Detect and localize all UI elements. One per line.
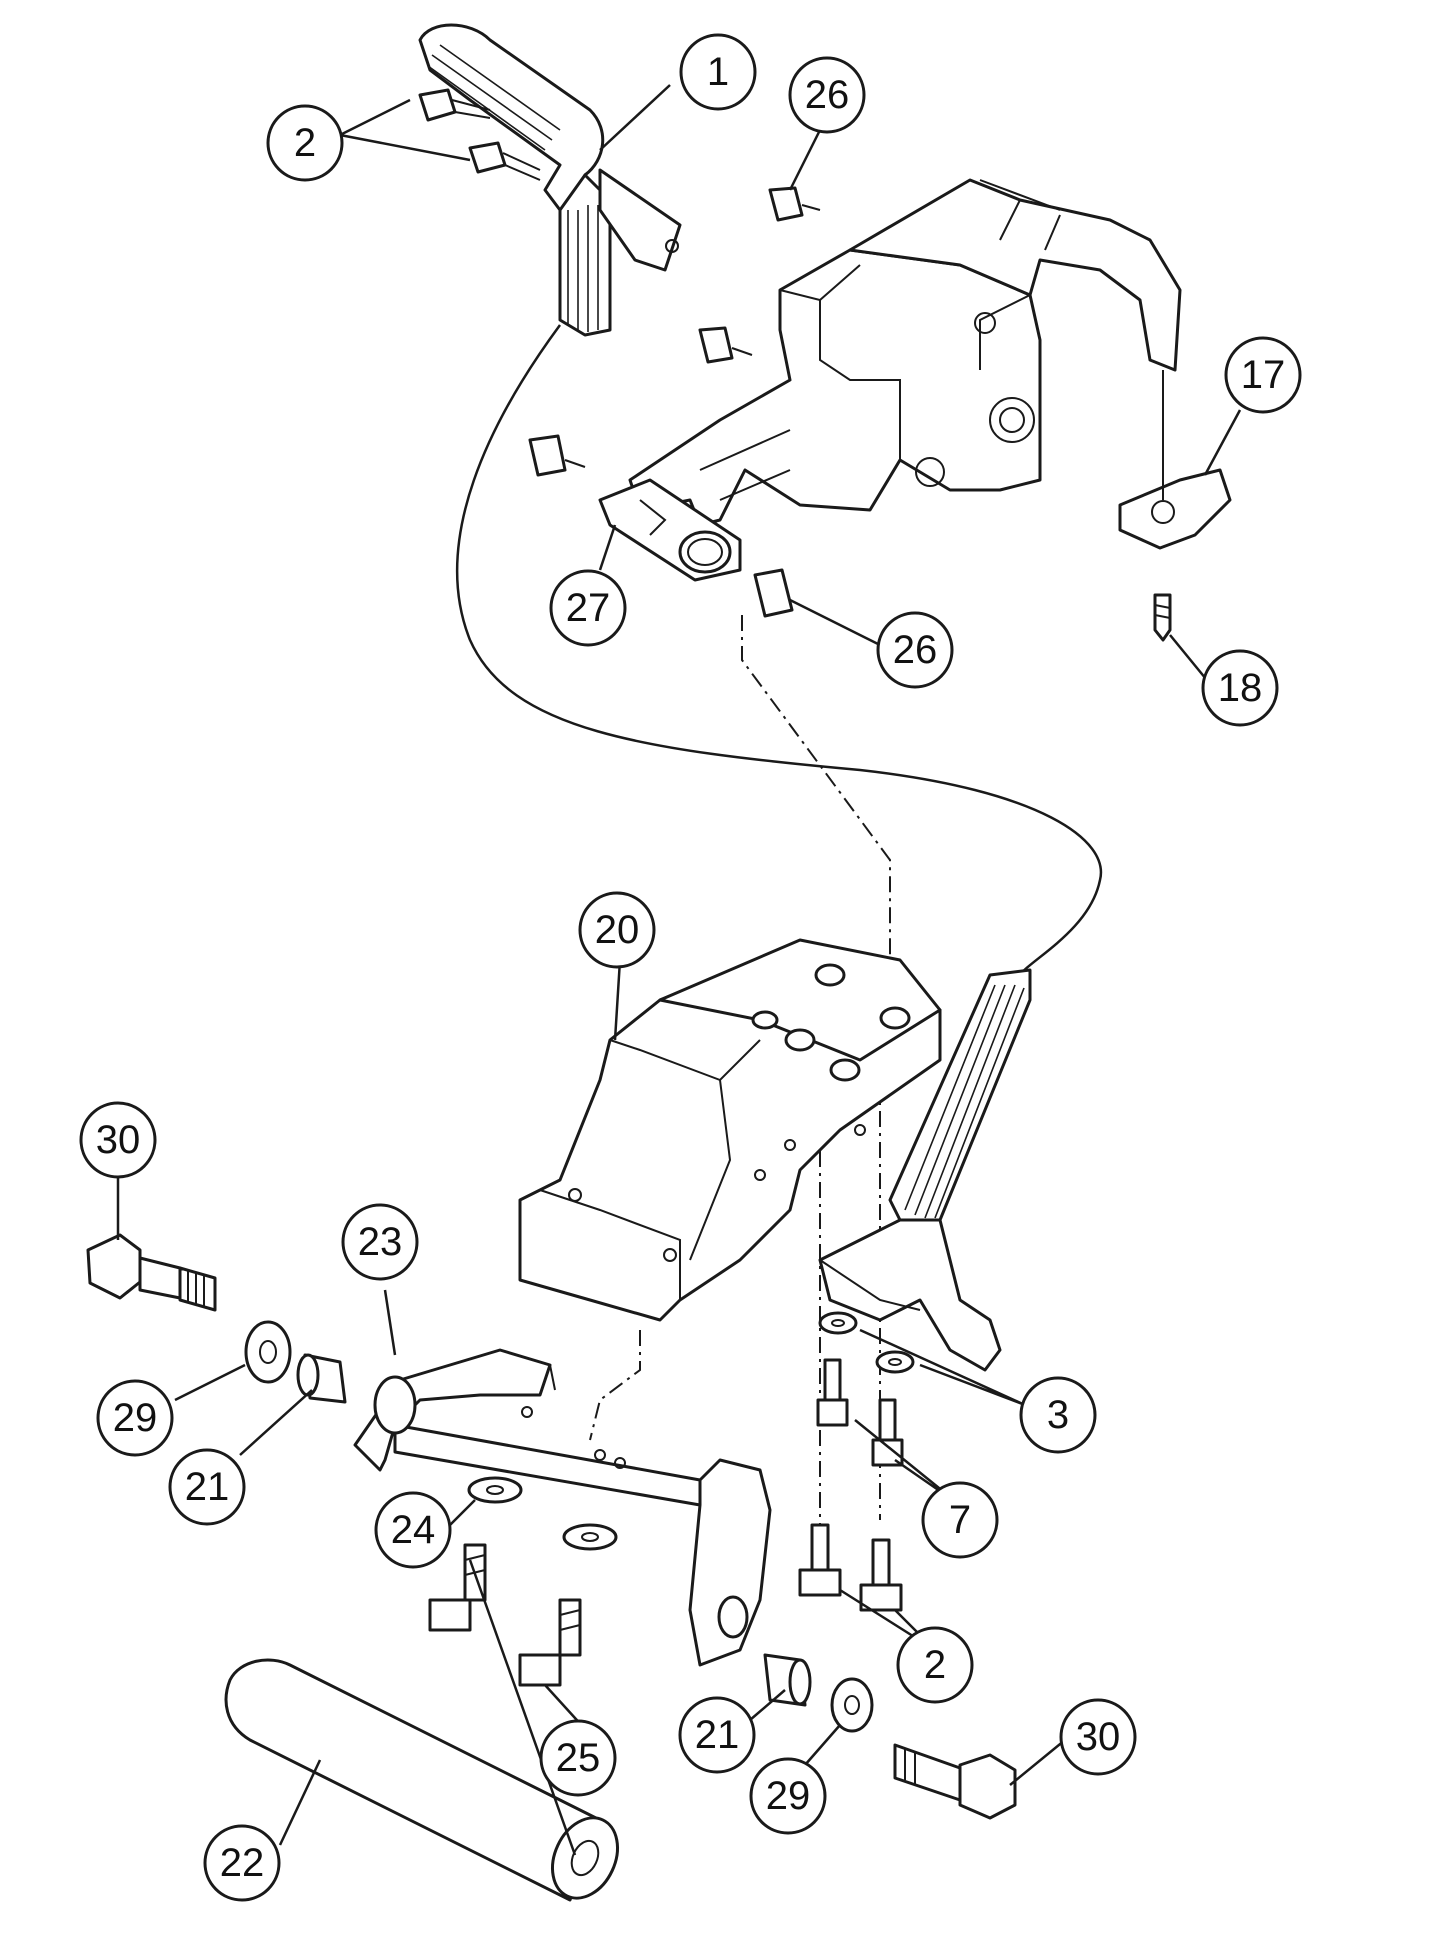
callout-label: 17 [1241,353,1286,397]
callout-29-left: 29 [96,1379,174,1457]
callout-29-right: 29 [749,1757,827,1835]
callout-label: 2 [294,121,316,165]
callout-27: 27 [549,569,627,647]
bolts-part-2-lower [798,1523,903,1612]
washer-part-24 [467,1476,618,1551]
callout-20: 20 [578,891,656,969]
bushings-part-26 [528,186,821,618]
callout-label: 18 [1218,666,1263,710]
washer-part-29-right [830,1677,874,1733]
crossbar-part-23 [353,1348,772,1667]
callout-label: 25 [556,1736,601,1780]
bolt-part-30-right [893,1743,1017,1820]
callout-label: 1 [707,50,729,94]
callout-label: 7 [949,1498,971,1542]
main-housing [628,178,1182,527]
lower-handle [818,968,1032,1372]
callout-label: 24 [391,1508,436,1552]
callout-label: 29 [113,1396,158,1440]
grip-tube-part-22 [224,1559,619,1902]
cable-curve [455,324,1103,976]
tube-part-27 [598,478,742,582]
bracket-part-17 [1118,370,1232,550]
screws-part-25 [428,1543,582,1687]
callout-label: 30 [96,1118,141,1162]
axis-line-a [741,615,891,980]
callout-label: 3 [1047,1393,1069,1437]
washer-part-29-left [244,1320,292,1384]
callout-label: 26 [893,628,938,672]
callout-22: 22 [203,1824,281,1902]
axis-line-d [589,1330,641,1441]
callout-7: 7 [921,1481,999,1559]
callout-26-top: 26 [788,56,866,134]
callout-3: 3 [1019,1376,1097,1454]
washers-part-3 [818,1311,915,1374]
callout-label: 21 [185,1465,230,1509]
callout-21-left: 21 [168,1448,246,1526]
callout-24: 24 [374,1491,452,1569]
bushing-part-21-right [763,1653,812,1707]
callout-label: 27 [566,586,611,630]
callout-label: 2 [924,1643,946,1687]
callout-21-right: 21 [678,1696,756,1774]
callout-label: 20 [595,908,640,952]
bolts-part-2-top [418,88,541,181]
callout-25: 25 [539,1719,617,1797]
callout-label: 22 [220,1841,265,1885]
callout-30-left: 30 [79,1101,157,1179]
callout-23: 23 [341,1203,419,1281]
leader-lines [116,84,1242,1846]
top-handle-part-1 [418,23,682,337]
callout-label: 29 [766,1774,811,1818]
callout-17: 17 [1224,336,1302,414]
screw-part-18 [1153,593,1172,642]
callout-1: 1 [679,33,757,111]
callout-2-top: 2 [266,104,344,182]
callout-label: 26 [805,73,850,117]
bolt-part-30-left [86,1233,217,1312]
callout-label: 23 [358,1220,403,1264]
callout-2-bottom: 2 [896,1626,974,1704]
base-part-20 [518,938,942,1322]
callout-18: 18 [1201,649,1279,727]
callout-30-right: 30 [1059,1698,1137,1776]
callout-label: 30 [1076,1715,1121,1759]
callout-label: 21 [695,1713,740,1757]
callout-26-middle: 26 [876,611,954,689]
